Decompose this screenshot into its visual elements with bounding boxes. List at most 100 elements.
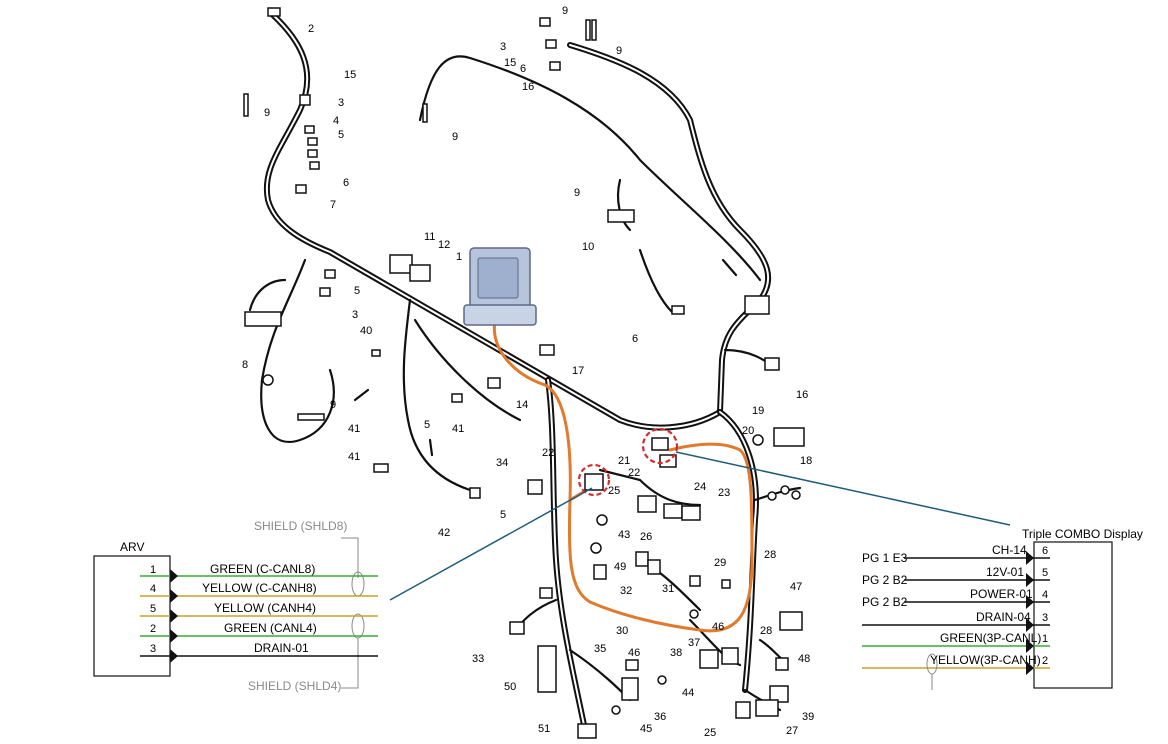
callout-number: 5	[354, 285, 360, 297]
callout-number: 3	[352, 309, 358, 321]
display-pin: 1	[1042, 633, 1048, 645]
callout-number: 41	[348, 423, 360, 435]
callout-number: 28	[764, 549, 776, 561]
callout-number: 25	[704, 727, 716, 739]
callout-number: 27	[786, 725, 798, 737]
display-pin: 4	[1042, 589, 1048, 601]
callout-number: 48	[798, 653, 810, 665]
callout-number: 51	[538, 723, 550, 735]
callout-number: 6	[520, 63, 526, 75]
callout-number: 14	[516, 399, 528, 411]
callout-number: 41	[348, 451, 360, 463]
pointer-line-display	[675, 451, 1011, 526]
callout-number: 34	[496, 457, 508, 469]
callout-number: 35	[594, 643, 606, 655]
callout-number: 39	[802, 711, 814, 723]
arv-pin: 1	[150, 564, 156, 576]
callout-number: 44	[682, 687, 694, 699]
callout-number: 33	[472, 653, 484, 665]
arv-signal: GREEN (CANL4)	[224, 621, 317, 635]
display-pin: 3	[1042, 612, 1048, 624]
callout-number: 20	[742, 425, 754, 437]
callout-number: 25	[608, 485, 620, 497]
display-source: PG 1 E3	[862, 551, 908, 565]
arv-row: 2 GREEN (CANL4)	[140, 621, 378, 643]
display-row: GREEN(3P-CANL) 1	[862, 631, 1050, 653]
connectors	[243, 7, 805, 739]
display-signal: DRAIN-04	[976, 610, 1031, 624]
callout-number: 9	[616, 45, 622, 57]
callout-number: 9	[562, 5, 568, 17]
display-signal: CH-14	[992, 543, 1027, 557]
arv-signal: YELLOW (CANH4)	[214, 601, 316, 615]
callout-number: 1	[456, 251, 462, 263]
callout-number: 19	[752, 405, 764, 417]
callout-number: 9	[574, 187, 580, 199]
callout-number: 3	[500, 41, 506, 53]
arv-signal: GREEN (C-CANL8)	[210, 562, 315, 576]
callout-number: 41	[452, 423, 464, 435]
callout-number: 28	[760, 625, 772, 637]
arv-row: 5 YELLOW (CANH4)	[140, 601, 378, 623]
display-row: PG 2 B2 12V-01 5	[862, 565, 1050, 587]
callout-number: 5	[424, 419, 430, 431]
callout-number: 26	[640, 531, 652, 543]
display-pin: 6	[1042, 545, 1048, 557]
callout-number: 21	[618, 455, 630, 467]
arv-row: 4 YELLOW (C-CANH8)	[140, 581, 378, 603]
callout-number: 15	[504, 57, 516, 69]
callout-number: 42	[438, 527, 450, 539]
arv-pin: 5	[150, 603, 156, 615]
callout-number: 46	[628, 647, 640, 659]
callout-number: 45	[640, 723, 652, 735]
display-pin: 5	[1042, 567, 1048, 579]
arv-pin: 3	[150, 643, 156, 655]
callout-number: 17	[572, 365, 584, 377]
arv-signal: DRAIN-01	[254, 641, 309, 655]
callout-number: 22	[542, 447, 554, 459]
callout-number: 29	[714, 557, 726, 569]
callout-number: 16	[522, 81, 534, 93]
callout-number: 22	[628, 467, 640, 479]
callout-number: 11	[424, 231, 435, 243]
callout-number: 31	[662, 583, 674, 595]
callout-number: 3	[338, 97, 344, 109]
arv-pin: 4	[150, 583, 156, 595]
callout-number: 10	[582, 241, 594, 253]
display-signal: POWER-01	[970, 587, 1033, 601]
arv-pinout: ARV SHIELD (SHLD8) SHIELD (SHLD4) 1 GREE…	[93, 519, 378, 693]
callout-number: 5	[500, 509, 506, 521]
callout-number: 6	[632, 333, 638, 345]
display-row: DRAIN-04 3	[862, 610, 1050, 632]
callout-number: 18	[800, 455, 812, 467]
display-source: PG 2 B2	[862, 573, 908, 587]
callout-number: 4	[333, 115, 339, 127]
callout-number: 5	[338, 129, 344, 141]
callout-number: 16	[796, 389, 808, 401]
arv-signal: YELLOW (C-CANH8)	[202, 581, 317, 595]
display-signal: 12V-01	[986, 565, 1024, 579]
callout-number: 49	[614, 561, 626, 573]
callout-number: 2	[308, 23, 314, 35]
arv-row: 1 GREEN (C-CANL8)	[140, 562, 378, 583]
display-row: PG 2 B2 POWER-01 4	[862, 587, 1050, 609]
callout-number: 9	[330, 399, 336, 411]
display-pinout: Triple COMBO Display PG 1 E3 CH-14 6 PG …	[862, 527, 1143, 690]
callout-number: 47	[790, 581, 802, 593]
callout-number: 32	[620, 585, 632, 597]
arv-shield-top: SHIELD (SHLD8)	[254, 519, 347, 533]
callout-number: 8	[242, 359, 248, 371]
callout-number: 46	[712, 621, 724, 633]
callout-number: 43	[618, 529, 630, 541]
ecu-module	[463, 247, 537, 326]
pointer-line-arv	[389, 487, 593, 601]
callout-number: 23	[718, 487, 730, 499]
arv-pin: 2	[150, 623, 156, 635]
callout-number: 50	[504, 681, 516, 693]
highlight-circles	[577, 427, 679, 497]
display-pin: 2	[1042, 655, 1048, 667]
callout-number: 6	[343, 177, 349, 189]
arv-row: 3 DRAIN-01	[140, 641, 378, 663]
